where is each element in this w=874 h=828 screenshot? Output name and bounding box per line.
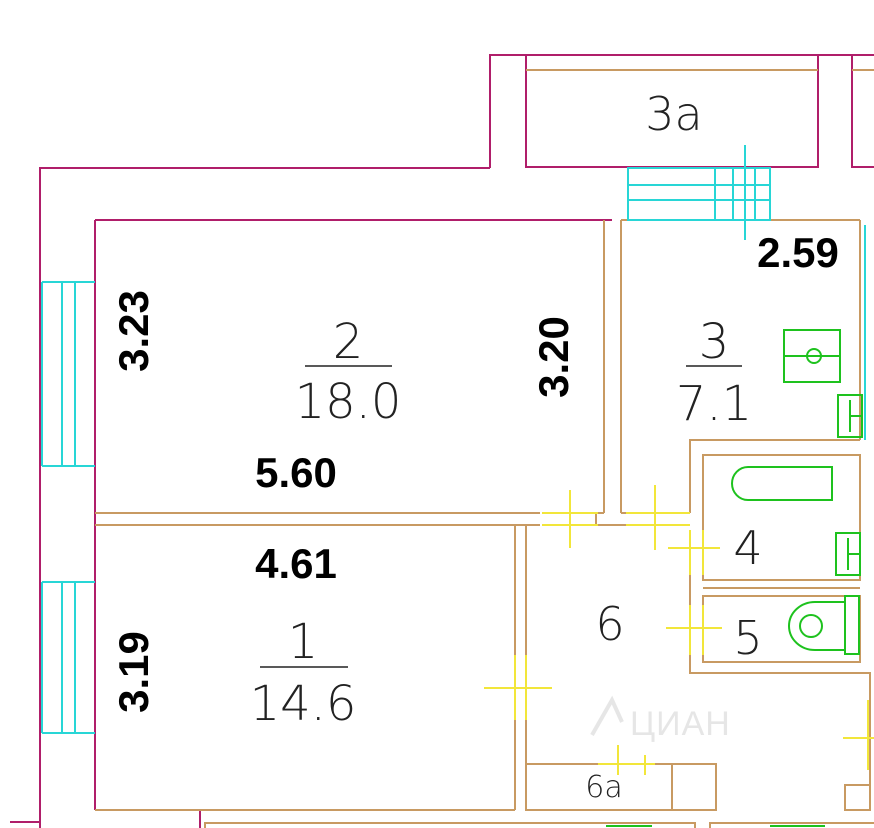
dimension-labels: 3.23 3.20 5.60 4.61 3.19 2.59 [110,229,839,713]
toilet-5-outline [702,595,861,663]
watermark-logo-icon [590,695,624,736]
dimension-room-3-width: 2.59 [757,229,839,276]
room-1-area: 14.6 [250,676,357,732]
room-2-area: 18.0 [295,374,402,430]
doors [484,485,874,775]
balcony-right [851,54,874,168]
room-3-number: 3 [699,314,730,370]
bathroom-4-outline [702,454,861,581]
dimension-room-2-width: 5.60 [255,449,337,496]
room-2-number: 2 [333,314,364,370]
room-1-number: 1 [288,614,319,670]
room-4-label: 4 [733,521,762,575]
room-6-label: 6 [595,597,624,651]
bathtub-icon [731,466,833,501]
room-2-label: 2 18.0 [295,314,402,430]
windows [41,145,866,734]
room-5-label: 5 [733,611,762,665]
room-3a-label: 3a [645,87,702,141]
door-bathroom-4 [668,530,720,575]
door-room-3 [626,485,690,550]
watermark: ЦИАН [590,695,731,743]
toilet-icon [788,595,860,655]
window-room-1 [41,581,95,734]
dimension-room-2-depth: 3.20 [530,316,577,398]
outer-wall-left [39,167,490,828]
door-right [843,700,874,770]
sink-icon [783,329,841,383]
dimension-room-1-height: 3.19 [110,631,157,713]
watermark-text: ЦИАН [630,705,731,743]
dimension-room-2-height: 3.23 [110,290,157,372]
room-3-label: 3 7.1 [676,314,752,432]
room-1-label: 1 14.6 [250,614,357,732]
room-labels: 2 18.0 1 14.6 3 7.1 3a 4 5 6 6a [250,87,763,805]
outer-walls [10,54,874,828]
meter-icon [837,394,863,438]
room-3-area: 7.1 [676,376,752,432]
door-room-2 [542,490,598,548]
door-pantry-6a [598,745,655,775]
fixtures [606,329,863,827]
dimension-room-1-width: 4.61 [255,540,337,587]
door-room-1 [484,655,552,720]
window-room-2 [41,281,95,467]
door-toilet-5 [666,605,722,655]
room-6a-label: 6a [585,770,622,805]
balcony-door [627,145,771,240]
washbasin-icon [835,532,861,576]
